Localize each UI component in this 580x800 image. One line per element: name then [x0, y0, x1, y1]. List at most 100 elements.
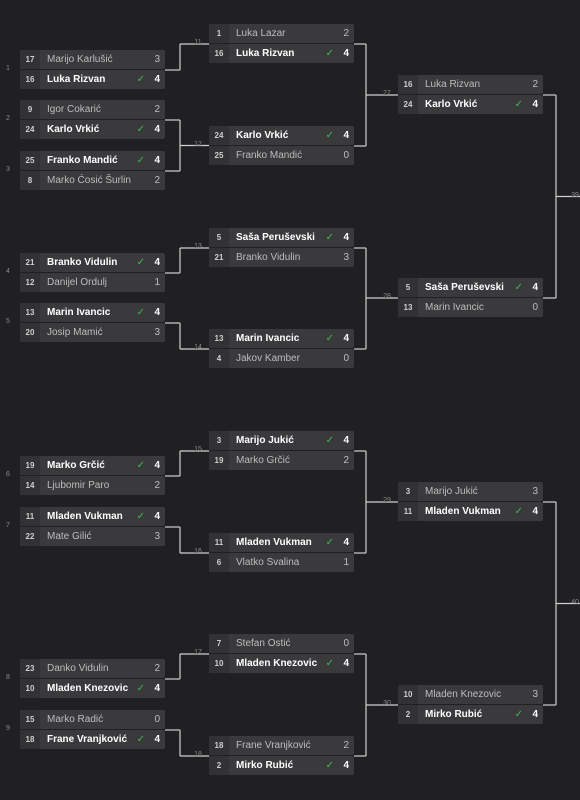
match-number: 12	[194, 141, 202, 148]
seed-number: 21	[209, 248, 229, 267]
match-number: 27	[383, 90, 391, 97]
seed-number: 23	[20, 659, 40, 678]
score: 4	[343, 232, 349, 243]
match-number: 40	[571, 598, 579, 606]
match-number: 2	[6, 115, 10, 122]
match-number: 29	[383, 497, 391, 504]
score: 0	[154, 714, 160, 725]
score: 0	[343, 150, 349, 161]
check-icon: ✓	[136, 460, 145, 471]
score: 4	[532, 506, 538, 517]
seed-number: 12	[20, 273, 40, 292]
seed-number: 10	[209, 654, 229, 673]
check-icon: ✓	[136, 74, 145, 85]
score: 4	[154, 460, 160, 471]
seed-number: 24	[209, 126, 229, 145]
match-number: 11	[194, 39, 202, 46]
score: 4	[154, 124, 160, 135]
match-number: 39	[571, 191, 579, 199]
player-name: Danko Vidulin	[47, 663, 109, 674]
player-name: Danijel Ordulj	[47, 277, 108, 288]
score: 4	[532, 709, 538, 720]
check-icon: ✓	[136, 734, 145, 745]
player-name: Branko Vidulin	[236, 252, 301, 263]
match-number: 8	[6, 674, 10, 681]
score: 2	[532, 79, 538, 90]
player-name: Branko Vidulin	[47, 257, 118, 268]
seed-number: 9	[20, 100, 40, 119]
seed-number: 4	[209, 349, 229, 368]
seed-number: 5	[398, 278, 418, 297]
score: 3	[532, 486, 538, 497]
seed-number: 5	[209, 228, 229, 247]
score: 2	[154, 175, 160, 186]
score: 4	[343, 333, 349, 344]
score: 4	[343, 537, 349, 548]
match-number: 7	[6, 522, 10, 529]
